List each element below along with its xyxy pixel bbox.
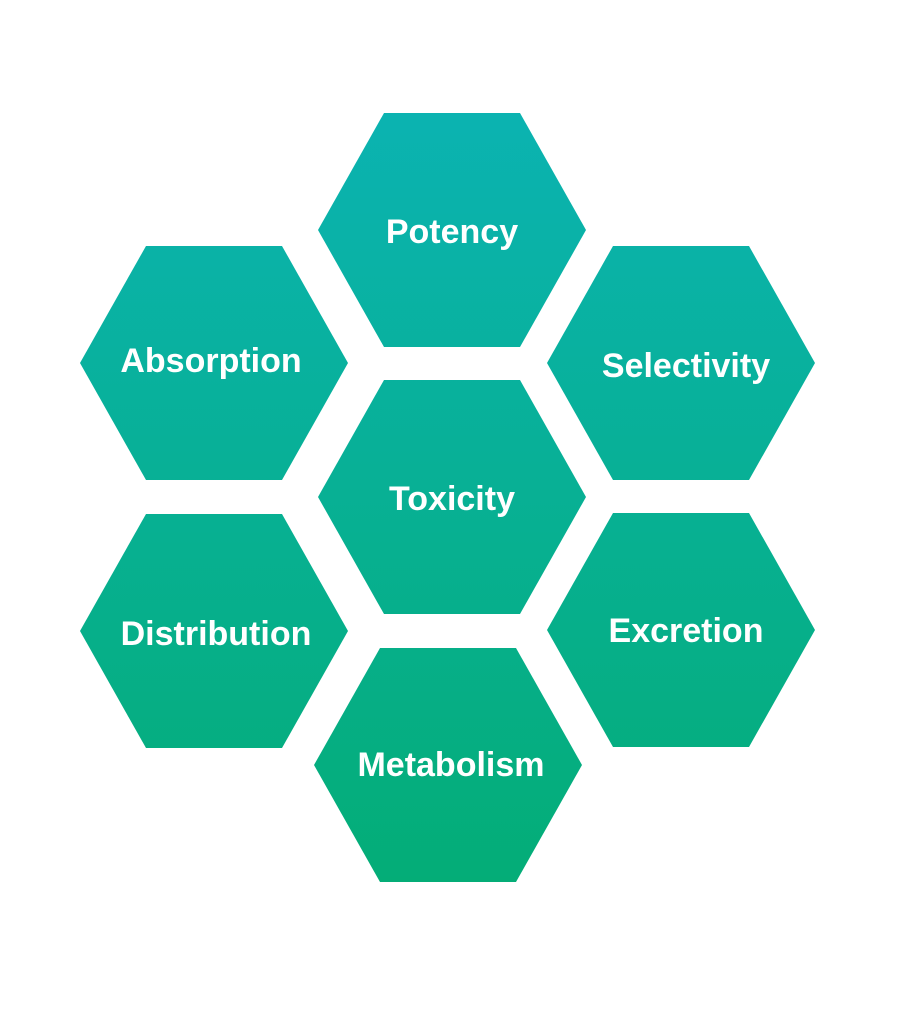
hex-excretion-label: Excretion bbox=[609, 612, 764, 650]
hex-metabolism-label: Metabolism bbox=[357, 746, 544, 784]
hex-distribution-label: Distribution bbox=[121, 615, 312, 653]
hex-distribution-shape bbox=[80, 514, 348, 748]
hex-selectivity: Selectivity bbox=[547, 246, 815, 480]
hex-toxicity: Toxicity bbox=[318, 380, 586, 614]
hex-metabolism: Metabolism bbox=[314, 648, 582, 882]
hex-toxicity-label: Toxicity bbox=[389, 480, 515, 518]
hex-distribution: Distribution bbox=[80, 514, 348, 748]
hex-absorption: Absorption bbox=[80, 246, 348, 480]
hex-potency-shape bbox=[318, 113, 586, 347]
hex-excretion: Excretion bbox=[547, 513, 815, 747]
hex-toxicity-shape bbox=[318, 380, 586, 614]
hex-potency-label: Potency bbox=[386, 213, 518, 251]
hex-selectivity-label: Selectivity bbox=[602, 347, 770, 385]
hex-absorption-label: Absorption bbox=[120, 342, 301, 380]
hex-potency: Potency bbox=[318, 113, 586, 347]
hex-selectivity-shape bbox=[547, 246, 815, 480]
hex-absorption-shape bbox=[80, 246, 348, 480]
hex-metabolism-shape bbox=[314, 648, 582, 882]
hex-excretion-shape bbox=[547, 513, 815, 747]
